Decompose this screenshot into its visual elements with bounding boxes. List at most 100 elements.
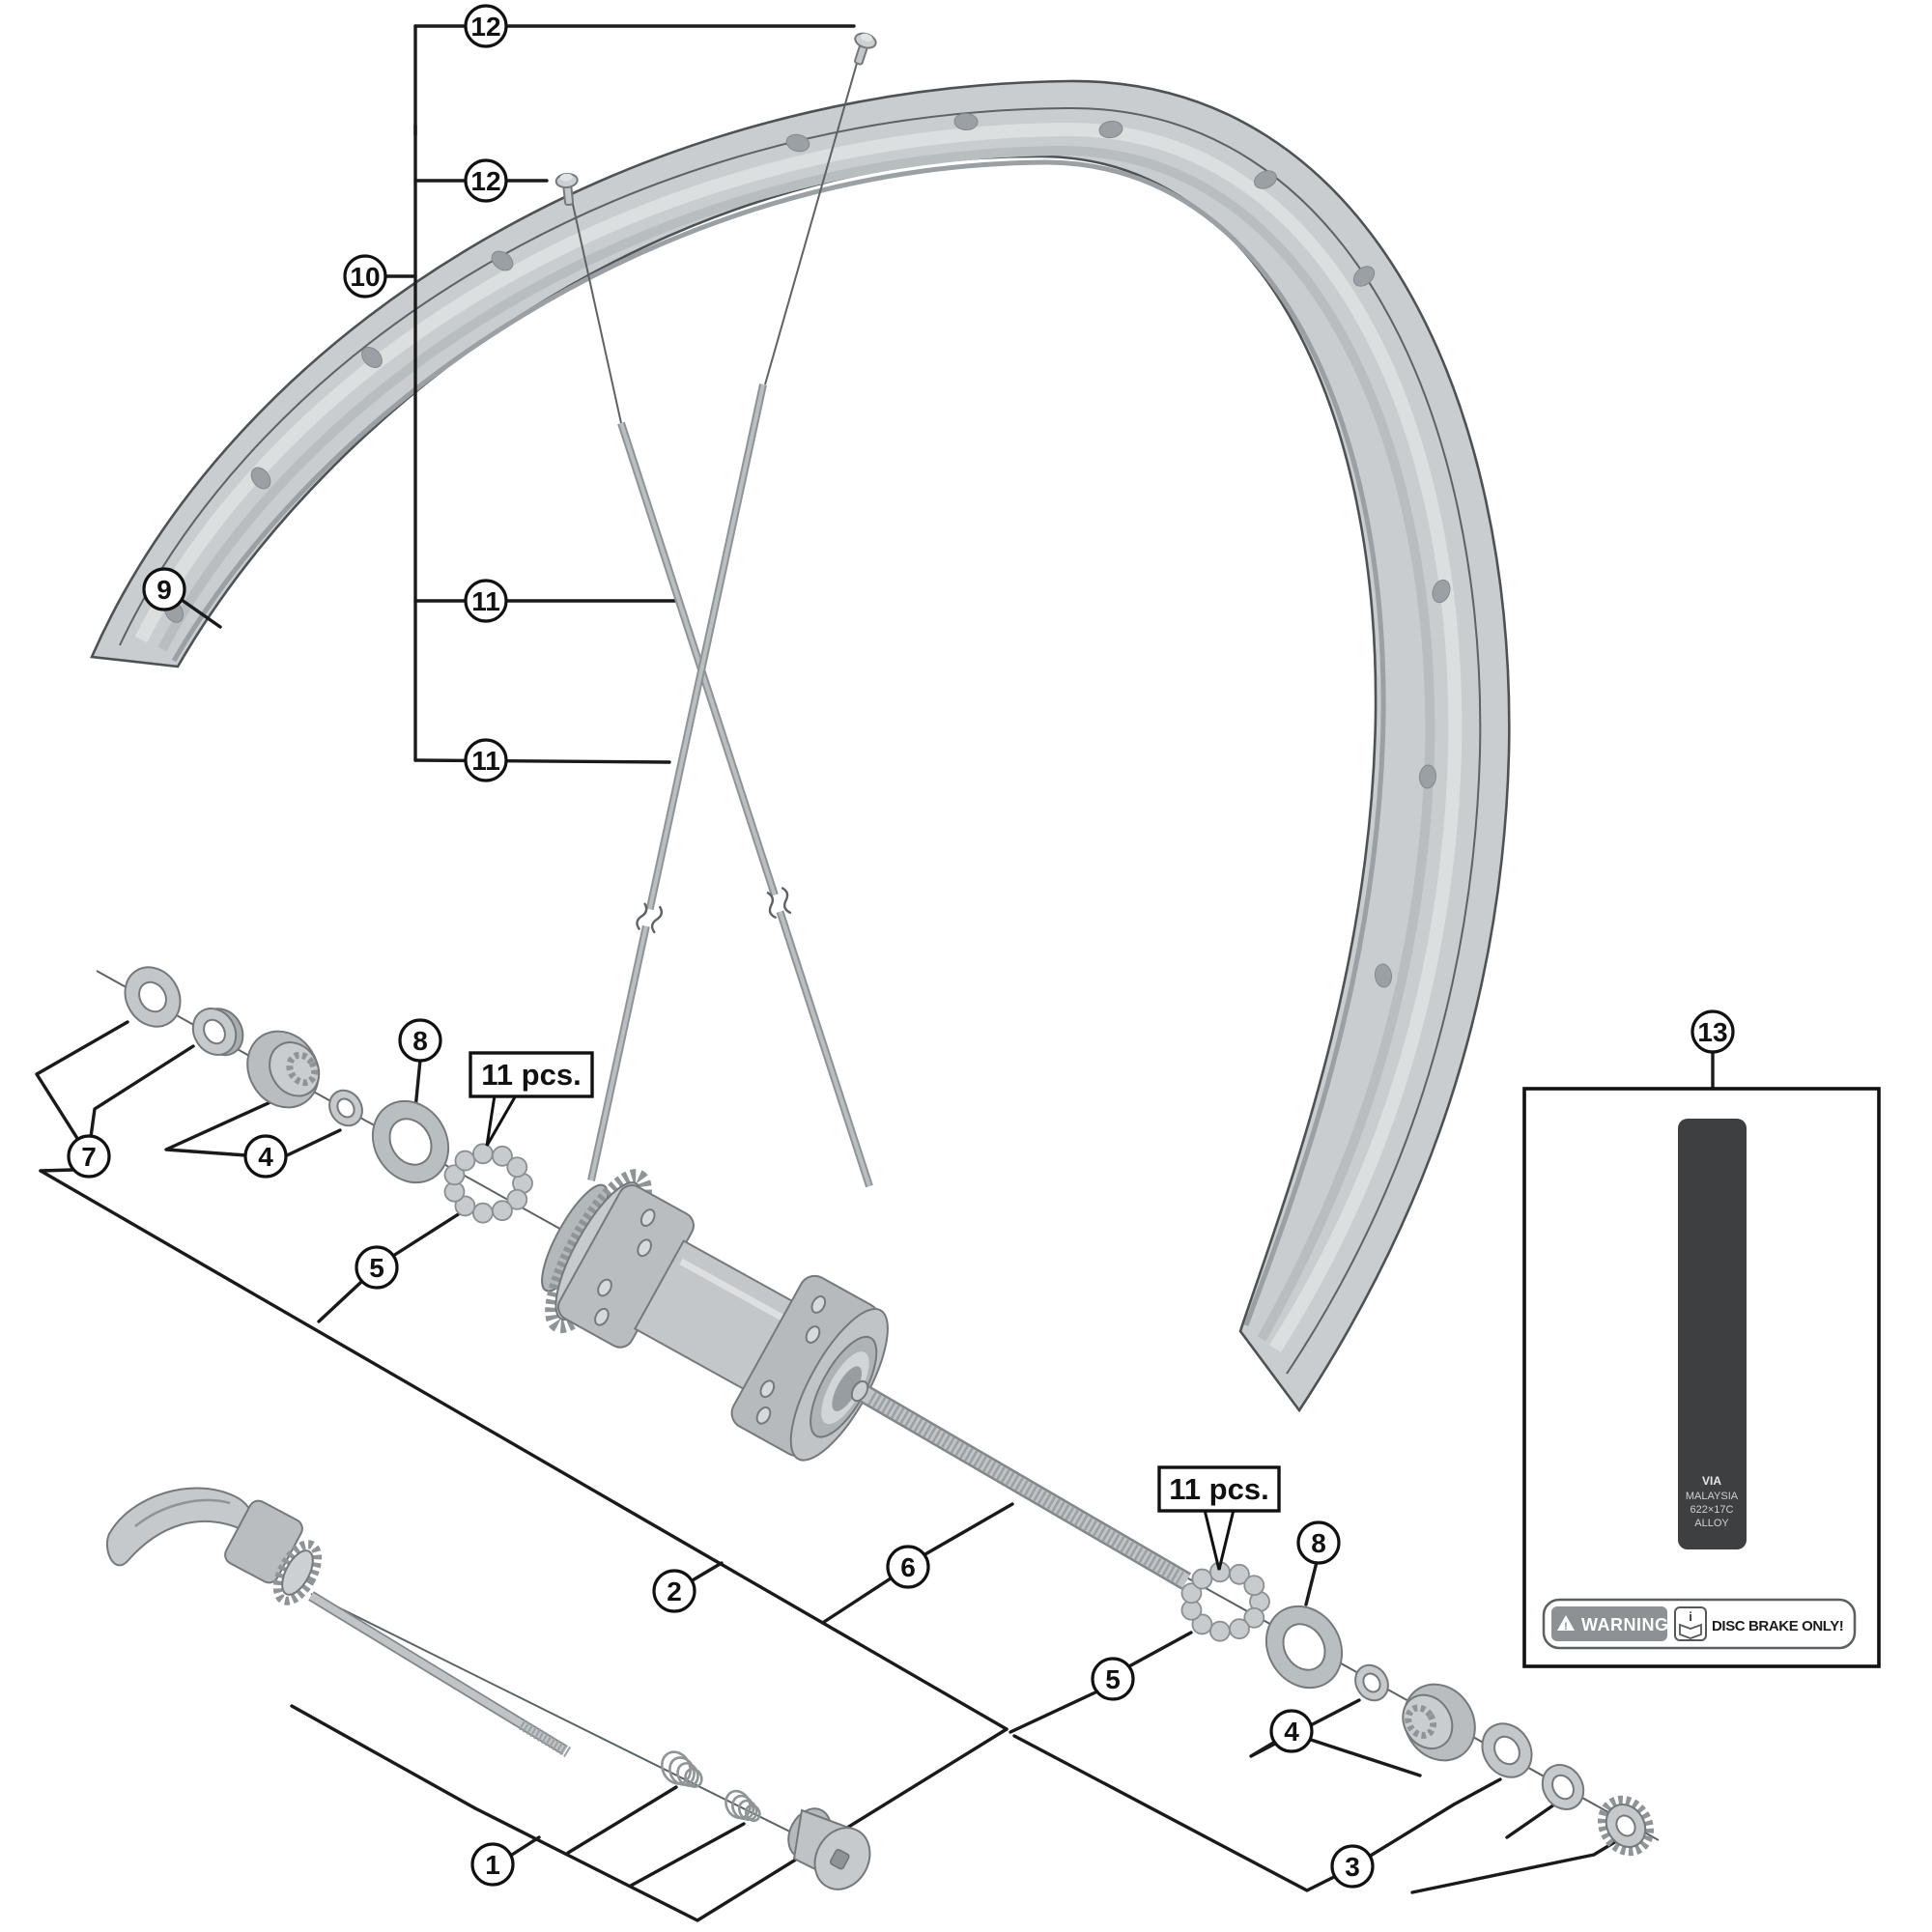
bearing-ball — [454, 1195, 476, 1217]
thin-washer-right — [1541, 1764, 1585, 1810]
rim-hole — [491, 250, 514, 271]
rim-hole — [953, 112, 979, 131]
pcs-label: 11 pcs. — [1169, 1472, 1268, 1506]
pcs-note-left: 11 pcs. — [469, 1051, 594, 1147]
callout-number: 13 — [1697, 1017, 1727, 1047]
flange-hole — [597, 1278, 612, 1297]
bearing-ball — [471, 1143, 494, 1165]
callout-number: 6 — [900, 1552, 916, 1582]
pcs-box — [1157, 1465, 1281, 1513]
callout-3: 3 — [1330, 1844, 1375, 1889]
cap-hole — [829, 1848, 850, 1870]
left-end-parts — [124, 966, 533, 1224]
rim-sticker — [1678, 1119, 1747, 1549]
bearing-ball — [1229, 1618, 1250, 1640]
spacer-left — [191, 1008, 244, 1057]
flange-hole — [637, 1238, 652, 1258]
dust-seal-right — [1264, 1605, 1344, 1690]
rim-hole — [1418, 764, 1437, 789]
rim-hole — [1432, 579, 1451, 604]
bracket-3-stub-washer — [1505, 1801, 1559, 1839]
bearing-ball — [454, 1150, 476, 1172]
spring-coil — [684, 1768, 703, 1788]
bracket-5b-lower — [1009, 1690, 1099, 1734]
bracket-7-right — [89, 1044, 195, 1139]
leader-8b — [1304, 1560, 1319, 1606]
callout-number: 5 — [1105, 1664, 1121, 1694]
rim-brake-track-line — [119, 106, 1482, 1375]
pcs-label: 11 pcs. — [481, 1058, 581, 1092]
sticker-line-1: VIA — [1702, 1474, 1721, 1488]
nipple-dome — [559, 173, 573, 182]
sticker-panel: VIA MALAYSIA 622×17C ALLOY ! WARNING i D… — [1522, 1087, 1881, 1668]
seal-ring-small-left — [328, 1089, 363, 1127]
bearing-ball — [506, 1188, 528, 1210]
callout-circle — [1690, 1009, 1735, 1054]
rim-hole — [1254, 170, 1277, 189]
bracket-4a-right — [283, 1128, 342, 1158]
flange-hole — [810, 1295, 827, 1314]
serrated-locknut — [1597, 1795, 1655, 1857]
warning-triangle-icon — [1557, 1615, 1575, 1631]
callout-1: 1 — [470, 1842, 515, 1887]
rim-band — [90, 79, 1511, 1413]
bracket-1-rail-b — [473, 1727, 1009, 1922]
rim-hole — [785, 133, 810, 153]
bearing-ball — [1208, 1620, 1231, 1642]
callout-9: 9 — [142, 567, 186, 611]
ball-retainer-left — [443, 1143, 533, 1224]
callout-8a: 8 — [398, 1018, 442, 1063]
callout-circle — [1330, 1844, 1375, 1889]
bearing-ball — [1229, 1563, 1250, 1585]
axle — [850, 1379, 1192, 1590]
bearing-ball — [492, 1200, 513, 1222]
ball-retainer-right — [1180, 1561, 1270, 1642]
spoke-break-a — [763, 886, 792, 920]
rim-hole — [250, 467, 271, 490]
rim-mid-band — [157, 145, 1435, 1342]
callout-number: 2 — [667, 1577, 682, 1606]
callout-12b: 12 — [464, 158, 508, 203]
callout-8b: 8 — [1296, 1520, 1341, 1565]
qr-end-cap — [787, 1807, 871, 1890]
callout-circle — [398, 1018, 442, 1063]
sticker-line-2: MALAYSIA — [1686, 1491, 1739, 1502]
callout-number: 12 — [470, 166, 500, 196]
spoke-b — [587, 384, 767, 1181]
callout-circle — [652, 1569, 696, 1613]
callout-4a: 4 — [243, 1134, 288, 1179]
spring-coil — [744, 1804, 761, 1823]
nipple-dome — [860, 33, 873, 42]
bracket-5a-upper — [391, 1205, 472, 1258]
seal-ring-small-right — [1354, 1663, 1389, 1702]
bearing-ball — [506, 1156, 528, 1179]
bracket-7-left — [35, 1020, 129, 1142]
callout-number: 5 — [369, 1253, 384, 1283]
callout-number: 1 — [485, 1850, 500, 1880]
rim-spoke-holes — [164, 112, 1451, 988]
washer-right — [1481, 1722, 1533, 1778]
flange-hole — [805, 1325, 821, 1344]
callout-12a: 12 — [464, 4, 508, 48]
callout-11a: 11 — [464, 579, 508, 623]
callout-number: 11 — [471, 586, 500, 616]
callout-6: 6 — [886, 1545, 930, 1589]
callout-number: 3 — [1345, 1852, 1360, 1882]
hub-body — [541, 1169, 889, 1462]
bracket-1-stub — [510, 1835, 541, 1857]
qr-spring-small — [724, 1789, 761, 1823]
callout-number: 12 — [470, 12, 500, 42]
book-icon-i: i — [1689, 1609, 1692, 1624]
bracket-6-upper — [922, 1502, 1014, 1557]
bracket-4a-left — [164, 1099, 274, 1157]
callout-10: 10 — [343, 254, 387, 298]
qr-lever-line — [134, 1498, 231, 1527]
flange-hole — [755, 1406, 772, 1425]
line-11b — [413, 758, 671, 764]
warning-exclamation: ! — [1564, 1621, 1568, 1633]
lock-washer-left — [124, 966, 182, 1028]
line-9 — [180, 598, 222, 629]
callout-circle — [464, 158, 508, 203]
flange-hole — [594, 1307, 610, 1326]
